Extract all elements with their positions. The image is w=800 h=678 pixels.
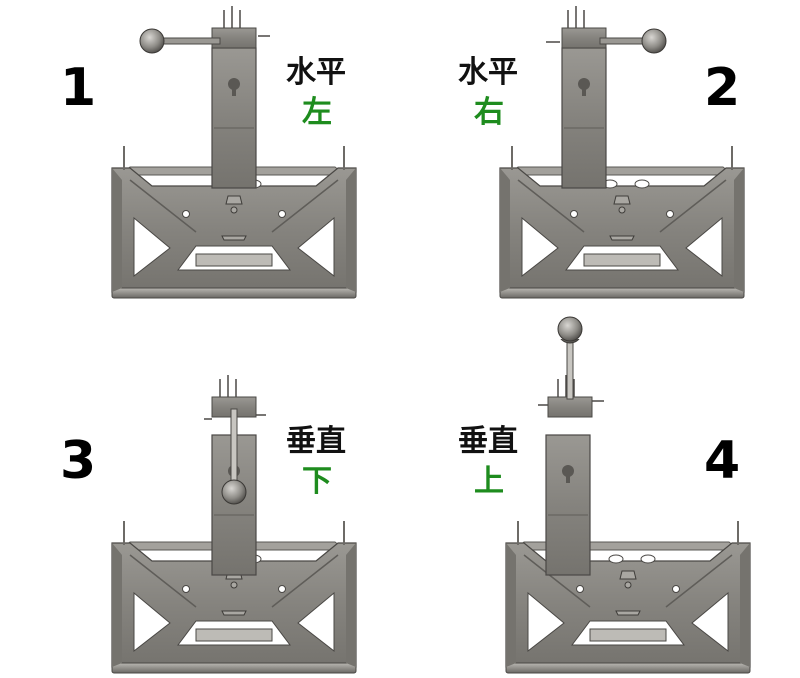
direction-label: 左 (302, 95, 332, 130)
mode-label: 水平 (458, 55, 518, 90)
knob-icon[interactable] (400, 309, 800, 369)
knob-icon[interactable] (139, 28, 165, 54)
step-number: 2 (704, 58, 741, 118)
direction-label: 上 (474, 464, 504, 499)
step-number: 1 (60, 58, 97, 118)
knob-icon[interactable] (221, 479, 247, 505)
panel-4: 垂直 上 4 (400, 316, 800, 678)
mode-label: 垂直 (458, 424, 518, 459)
mode-label: 水平 (286, 55, 346, 90)
bracket-plate-icon (499, 6, 745, 299)
panel-3: 3 垂直 下 (0, 339, 400, 678)
bracket-plate-icon (111, 375, 357, 674)
mode-label: 垂直 (286, 424, 346, 459)
bracket-plate-icon (111, 6, 357, 299)
step-number: 4 (704, 431, 741, 491)
step-number: 3 (60, 431, 97, 491)
direction-label: 右 (474, 95, 504, 130)
panel-2: 水平 右 2 (400, 0, 800, 339)
bracket-plate-icon (505, 339, 751, 674)
knob-icon[interactable] (641, 28, 667, 54)
direction-label: 下 (302, 464, 332, 499)
panel-1: 1 水平 左 (0, 0, 400, 339)
